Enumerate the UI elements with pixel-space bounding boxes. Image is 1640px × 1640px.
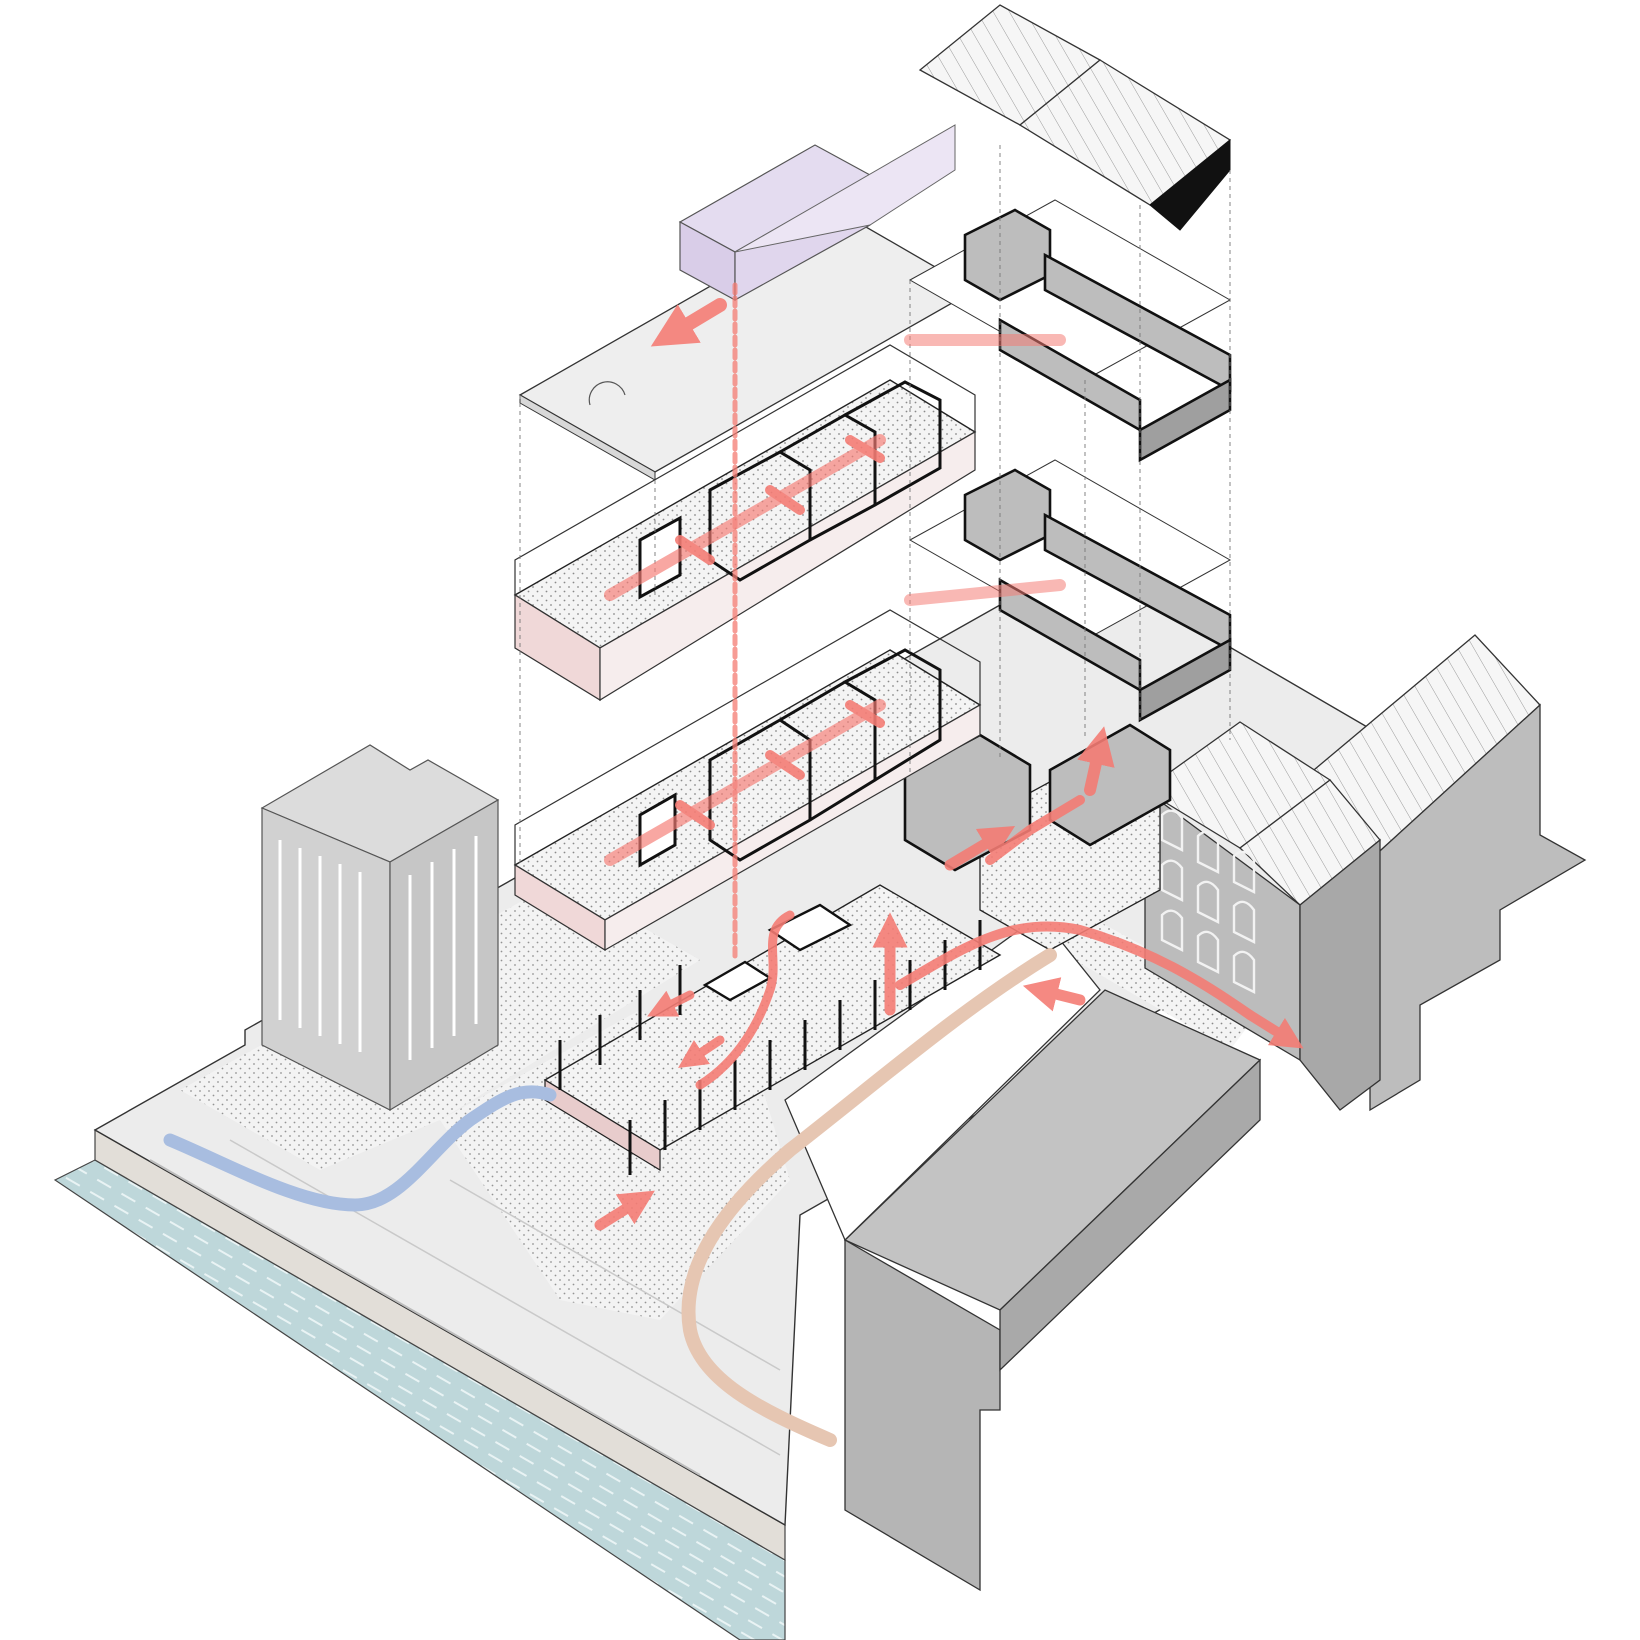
red-courtyard-up — [1077, 726, 1115, 796]
red-floor1-spine — [604, 699, 886, 866]
historic-building — [1143, 634, 1587, 1112]
red-ground-out-1 — [678, 1035, 725, 1068]
historic-far-wing-wall — [1369, 703, 1587, 1112]
wall-upper-end — [1138, 377, 1232, 463]
exploded-wall-unit-lower — [908, 459, 1232, 723]
red-ground-to-court — [944, 825, 1016, 871]
internal-circulation-red — [594, 282, 1304, 1231]
tower-side — [389, 798, 499, 1112]
grey-block-right — [784, 914, 1262, 1592]
pavilion-columns — [558, 920, 982, 1175]
visitor-path-beige — [681, 948, 1057, 1447]
red-floor1-branch-3 — [845, 700, 885, 728]
roof-court-circle — [588, 381, 626, 406]
visitor-path-blue — [163, 1085, 557, 1212]
water-band — [53, 1159, 786, 1640]
road-stripe-2 — [229, 1139, 781, 1456]
tower-window-strips — [278, 836, 478, 1060]
floor2-side-face — [599, 430, 976, 702]
pavilion-pod-1 — [767, 903, 853, 952]
red-floor1-branch-1 — [675, 800, 715, 830]
red-floor1-to-wall — [904, 579, 1066, 606]
lavender-volume-long — [734, 124, 956, 253]
tower-building — [260, 744, 500, 1112]
road-stripe-3 — [449, 1179, 781, 1371]
exploded-historic-roof — [918, 4, 1232, 231]
red-ramp-loop — [895, 921, 1255, 1020]
grey-block-side — [999, 1058, 1261, 1372]
red-building-link — [985, 795, 1085, 865]
historic-windows — [1160, 809, 1256, 994]
red-floor2-branch-3 — [845, 435, 885, 463]
red-floor2-branch-2 — [765, 485, 805, 515]
red-roof-arrow — [650, 298, 727, 347]
red-ramp-down — [1022, 977, 1086, 1012]
red-floor2-spine — [604, 434, 886, 601]
red-ground-entry — [594, 1190, 655, 1231]
red-to-historic — [1245, 1010, 1304, 1049]
floor2-interior-walls — [638, 380, 942, 600]
alignment-lines — [519, 145, 1231, 865]
floor1-side-face — [604, 703, 981, 952]
red-floor2-branch-1 — [675, 535, 715, 565]
red-floor1-branch-2 — [765, 750, 805, 780]
red-ground-out-2 — [647, 990, 695, 1017]
road-stripe-1 — [149, 1159, 701, 1476]
red-ground-loop — [695, 910, 795, 1090]
